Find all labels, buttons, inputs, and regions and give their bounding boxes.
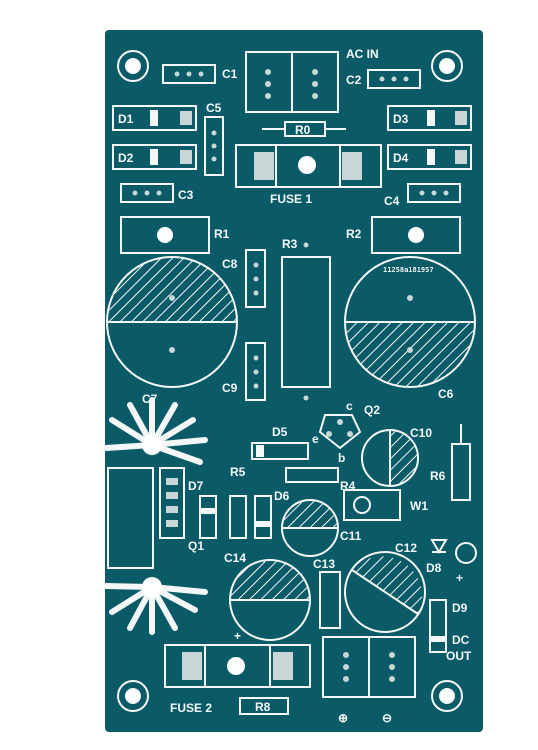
label-d5: D5 [272, 425, 288, 439]
label-d4: D4 [393, 151, 409, 165]
diode-d5 [251, 442, 309, 460]
label-c12: C12 [395, 541, 417, 555]
ac-in-terminal [245, 51, 339, 113]
capacitor-c12 [344, 551, 426, 633]
label-dc: DC [452, 633, 470, 647]
trimmer-w1 [343, 489, 401, 521]
capacitors-c8-c9 [245, 249, 266, 401]
capacitor-c13 [319, 571, 341, 629]
resistor-r4 [285, 467, 339, 483]
label-fuse-2: FUSE 2 [170, 701, 212, 715]
transistor-q1 [107, 467, 185, 569]
label-c1: C1 [222, 67, 238, 81]
resistors-r1-r2 [120, 216, 461, 254]
label-d1: D1 [118, 112, 134, 126]
label-terminal-minus: ⊖ [382, 711, 392, 725]
pcb-board [105, 30, 483, 732]
label-c7: C7 [142, 392, 158, 406]
label-c5: C5 [206, 101, 222, 115]
label-c13: C13 [313, 557, 335, 571]
capacitor-c10 [361, 429, 419, 487]
label-ac-in: AC IN [346, 47, 379, 61]
label-out: OUT [446, 649, 472, 663]
label-w1: W1 [410, 499, 428, 513]
resistor-r8 [239, 697, 289, 715]
resistor-r3 [281, 256, 331, 388]
capacitor-c14 [229, 559, 311, 641]
label-r2: R2 [346, 227, 362, 241]
bridge-diodes [112, 105, 472, 170]
mounting-holes [117, 50, 463, 712]
label-c11: C11 [340, 529, 362, 543]
fuse-1-holder [235, 144, 382, 188]
label-r4: R4 [340, 479, 356, 493]
small-capacitors-top [120, 64, 461, 203]
label-d9: D9 [452, 601, 468, 615]
label-serial: 11258a181957 [383, 266, 434, 274]
small-vertical-parts [199, 495, 272, 539]
label-d6: D6 [274, 489, 290, 503]
label-c14-plus: + [234, 629, 241, 643]
capacitor-large-right [344, 256, 476, 388]
label-r0: R0 [295, 123, 311, 137]
label-d7: D7 [188, 479, 204, 493]
resistor-r6 [451, 424, 471, 501]
label-r1: R1 [214, 227, 230, 241]
label-c9: C9 [222, 381, 238, 395]
label-r3: R3 [282, 237, 298, 251]
label-c8: C8 [222, 257, 238, 271]
label-led-plus: + [456, 571, 463, 585]
label-c14: C14 [224, 551, 246, 565]
fuse-2-holder [164, 644, 311, 688]
label-d3: D3 [393, 112, 409, 126]
label-r8: R8 [255, 700, 271, 714]
label-c4: C4 [384, 194, 400, 208]
dc-out-terminal [322, 636, 416, 698]
label-c6: C6 [438, 387, 454, 401]
label-terminal-plus: ⊕ [338, 711, 348, 725]
diode-d9 [429, 599, 447, 653]
transistor-q2 [318, 414, 362, 450]
label-pin-b: b [338, 451, 345, 465]
label-q2: Q2 [364, 403, 380, 417]
label-c2: C2 [346, 73, 362, 87]
label-q1: Q1 [188, 539, 204, 553]
label-c10: C10 [410, 426, 432, 440]
label-c3: C3 [178, 188, 194, 202]
label-fuse-1: FUSE 1 [270, 192, 312, 206]
label-pin-c: c [346, 399, 353, 413]
label-d8: D8 [426, 561, 442, 575]
capacitor-large-left [106, 256, 238, 388]
label-r6: R6 [430, 469, 446, 483]
led-d8 [430, 539, 477, 564]
label-r5: R5 [230, 465, 246, 479]
capacitor-c11 [281, 499, 339, 557]
label-d2: D2 [118, 151, 134, 165]
label-pin-e: e [312, 432, 319, 446]
